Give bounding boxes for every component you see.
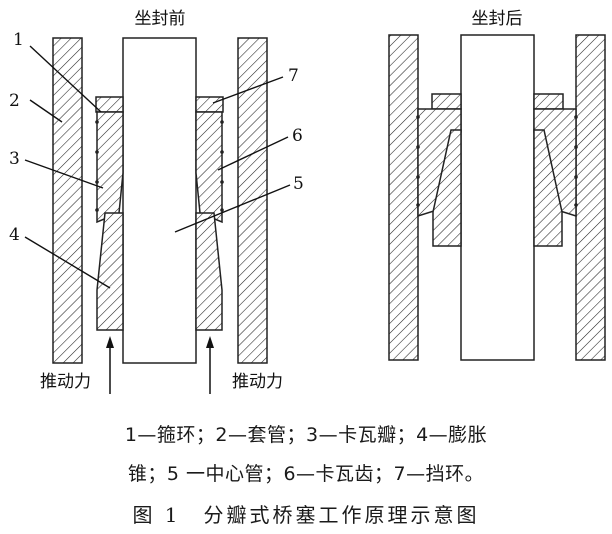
- casing-left-wall: [52, 37, 83, 364]
- title-after-setting: 坐封后: [472, 9, 523, 29]
- central-pipe-after: [460, 34, 535, 361]
- label-3: 3: [9, 149, 20, 169]
- label-5: 5: [293, 174, 304, 194]
- caption-legend-line-1: 1—箍环；2—套管；3—卡瓦瓣；4—膨胀: [124, 424, 488, 446]
- caption-legend-line-2: 锥；5 一中心管；6—卡瓦齿；7—挡环。: [127, 463, 485, 485]
- retaining-ring-right: [195, 96, 224, 113]
- slip-segment-right: [195, 111, 223, 224]
- casing-left-wall-after: [388, 34, 419, 361]
- casing-right-wall-after: [575, 34, 606, 361]
- label-2: 2: [9, 91, 20, 111]
- retaining-ring-right-after: [533, 93, 564, 110]
- title-before-setting: 坐封前: [135, 9, 186, 29]
- slip-segment-left: [96, 111, 124, 224]
- expansion-cone-right: [195, 212, 223, 331]
- label-4: 4: [9, 225, 20, 245]
- expansion-cone-left-after: [432, 129, 462, 247]
- figure-title: 图 1 分瓣式桥塞工作原理示意图: [132, 503, 480, 527]
- slip-teeth-after: [416, 115, 578, 207]
- expansion-cone-right-after: [533, 129, 563, 247]
- push-force-label-left: 推动力: [40, 372, 91, 392]
- slip-teeth-before: [95, 120, 224, 212]
- before-setting-view: [52, 37, 268, 364]
- label-1: 1: [13, 30, 24, 50]
- leader-lines: [24, 45, 291, 289]
- bridge-plug-diagram: 1 2 3 4 7 6 5 坐封前 坐封后 推动力 推动力: [9, 9, 606, 394]
- expansion-cone-left: [96, 212, 124, 331]
- label-7: 7: [288, 66, 299, 86]
- retaining-ring-left: [95, 96, 124, 113]
- label-6: 6: [292, 126, 303, 146]
- push-force-label-right: 推动力: [232, 372, 283, 392]
- push-force-arrows: [106, 336, 214, 394]
- central-pipe: [122, 37, 197, 364]
- retaining-ring-left-after: [431, 93, 462, 110]
- after-setting-view: [388, 34, 606, 361]
